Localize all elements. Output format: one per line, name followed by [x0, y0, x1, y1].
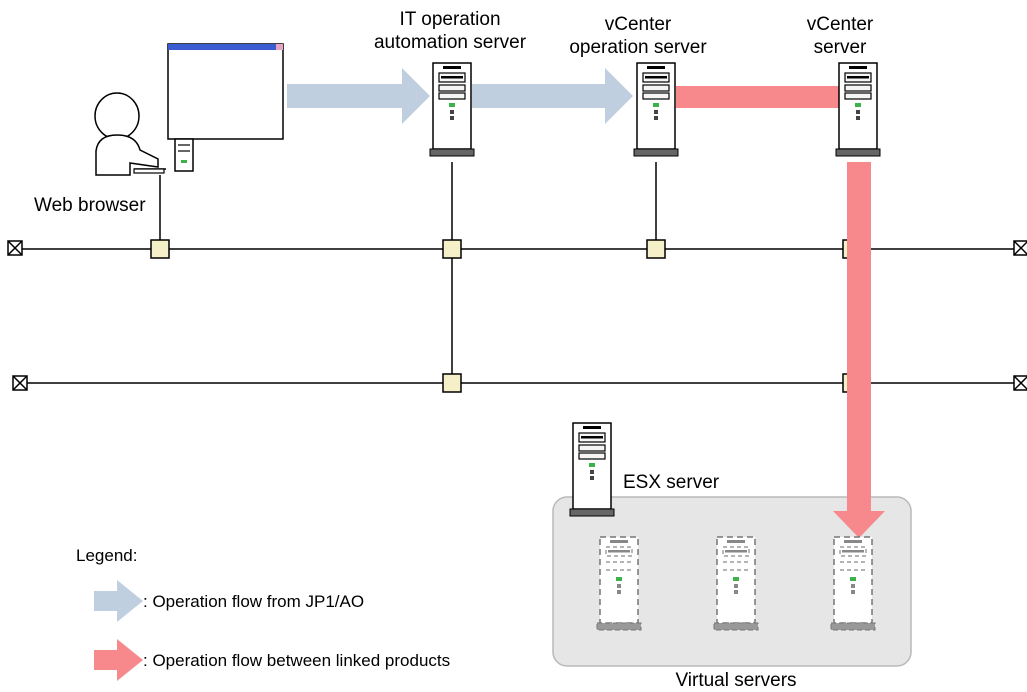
- linked-flow-arrow: [833, 162, 885, 538]
- virtual-server-icon: [713, 536, 759, 631]
- virtual-server-icon: [596, 536, 642, 631]
- vcenter-op-server-label-line2: operation server: [569, 37, 707, 58]
- ito-server-label-line2: automation server: [373, 32, 527, 53]
- network-terminator-icon: [12, 375, 28, 391]
- virtual-servers-label: Virtual servers: [675, 670, 797, 691]
- vcenter-server-label-line2: server: [813, 37, 867, 58]
- vcenter-op-server-label-line1: vCenter: [604, 14, 672, 35]
- user-icon: [94, 92, 166, 176]
- vcenter-op-server-label: vCenter operation server: [569, 13, 706, 59]
- ito-server-icon: [429, 62, 475, 157]
- vcenter-server-icon: [835, 62, 881, 157]
- legend-jp1-flow-label: : Operation flow from JP1/AO: [143, 592, 365, 611]
- esx-server-icon: [569, 422, 615, 517]
- web-browser-label: Web browser: [34, 195, 146, 216]
- network-hub-icon: [150, 239, 170, 259]
- jp1-flow-arrow: [287, 68, 430, 124]
- esx-server-label: ESX server: [623, 472, 720, 493]
- legend-linked-flow-arrow: [94, 639, 143, 681]
- jp1-flow-arrow: [472, 68, 633, 124]
- vcenter-server-label-line1: vCenter: [806, 14, 874, 35]
- network-terminator-icon: [7, 240, 23, 256]
- monitor-icon: [167, 43, 284, 172]
- network-terminator-icon: [1013, 375, 1027, 391]
- legend-title: Legend:: [76, 546, 138, 565]
- legend-jp1-flow-arrow: [94, 580, 143, 622]
- ito-server-label-line1: IT operation: [399, 9, 501, 30]
- network-hub-icon: [442, 239, 462, 259]
- network-hub-icon: [646, 239, 666, 259]
- ito-server-label: IT operation automation server: [374, 8, 526, 54]
- network-hub-icon: [442, 373, 462, 393]
- network-terminator-icon: [1013, 240, 1027, 256]
- vcenter-op-server-icon: [633, 62, 679, 157]
- legend-linked-flow-label: : Operation flow between linked products: [143, 651, 451, 670]
- virtual-server-icon: [830, 536, 876, 631]
- vcenter-server-label: vCenter server: [807, 13, 874, 59]
- linked-flow-bar: [676, 86, 839, 108]
